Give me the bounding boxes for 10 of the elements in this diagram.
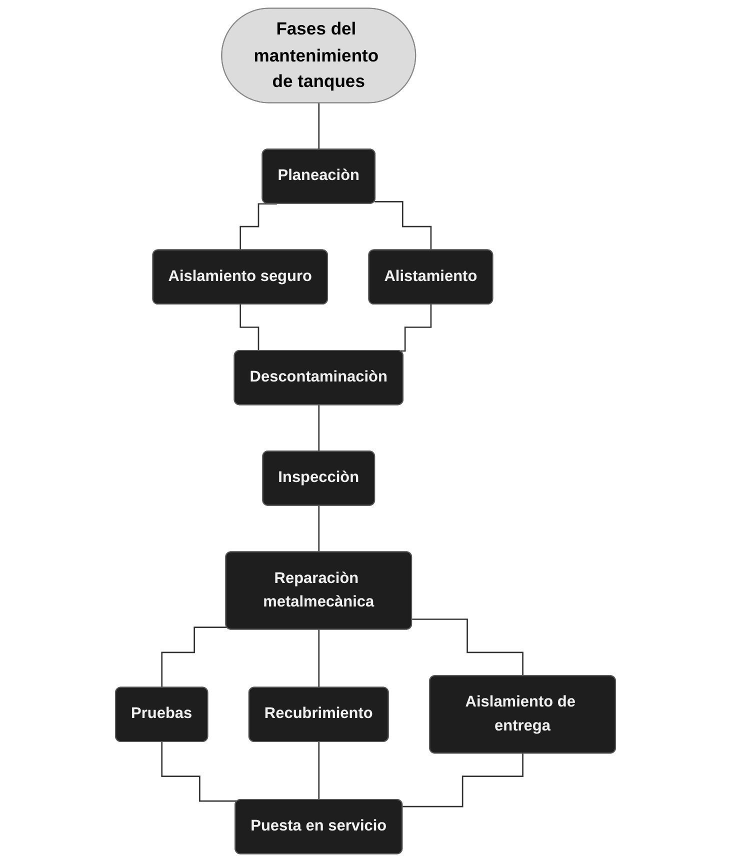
connector [402, 752, 524, 808]
connector [161, 626, 228, 688]
connector [374, 201, 432, 251]
connector [318, 404, 320, 452]
connector [318, 505, 320, 553]
connector [318, 629, 320, 688]
connector [318, 102, 320, 150]
connector [318, 741, 320, 801]
connector [161, 741, 238, 802]
connector [412, 618, 524, 677]
